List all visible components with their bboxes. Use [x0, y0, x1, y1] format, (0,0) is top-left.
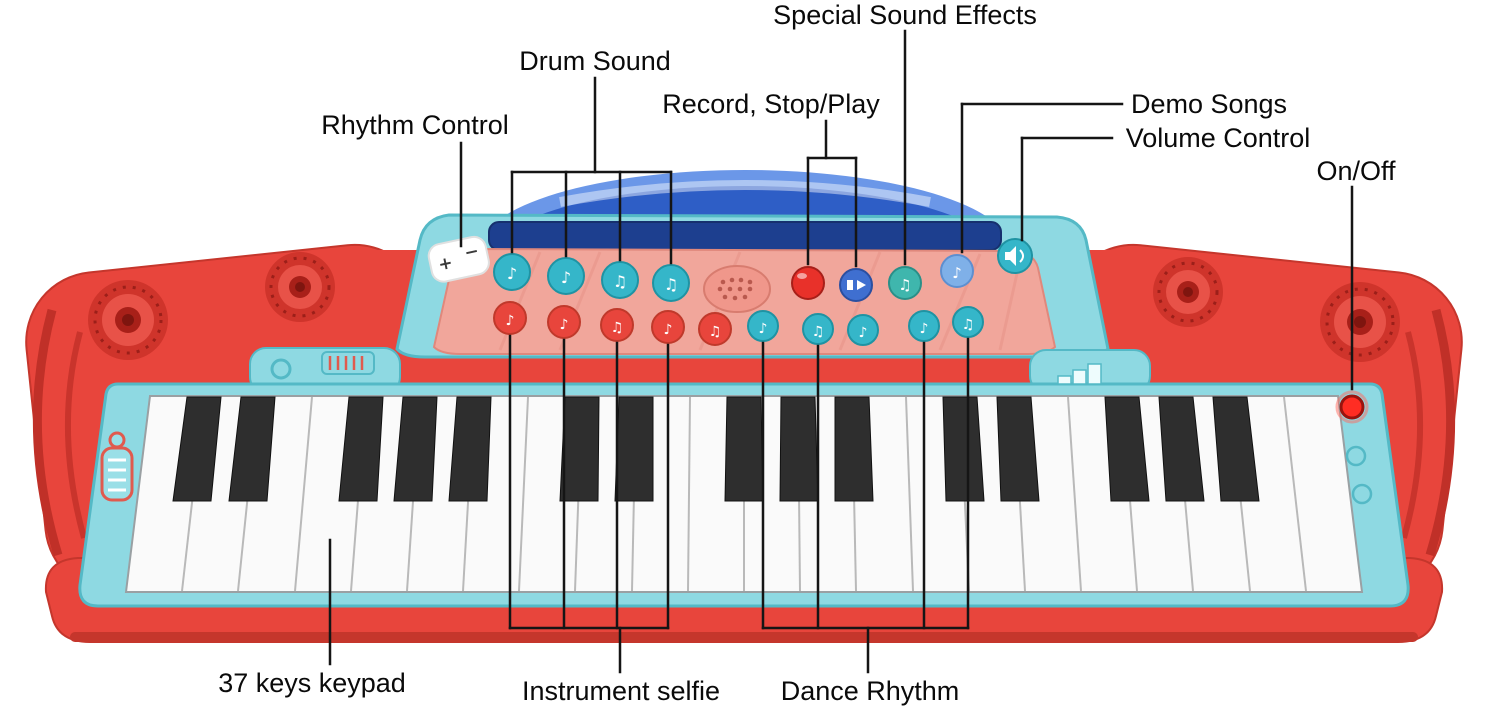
- music-note-icon: ♪: [759, 321, 768, 337]
- speaker-icon: [1005, 246, 1016, 266]
- left-ridge-2: [64, 331, 87, 539]
- callout-lines: [328, 29, 1354, 674]
- drum-sound-button-2: [547, 257, 585, 295]
- microphone-button: [847, 314, 879, 346]
- volume-button: [997, 238, 1033, 274]
- pitch-slider: [100, 431, 134, 502]
- stop-play-button: [839, 268, 873, 302]
- power-button: [1335, 390, 1369, 424]
- callout-demo-songs: [960, 102, 1124, 254]
- music-notes-icon: ♫: [611, 320, 624, 336]
- special-sound-effects-button: ♫: [888, 266, 922, 300]
- music-note-icon: ♪: [507, 264, 517, 283]
- dance-rhythm-button-1: [747, 310, 779, 342]
- instrument-button-5: [698, 312, 732, 346]
- right-ridge-2: [1401, 331, 1424, 539]
- music-notes-icon: ♫: [709, 324, 722, 340]
- music-notes-icon: ♫: [664, 275, 678, 294]
- volume-steps-icon: [1057, 363, 1102, 385]
- music-note-icon: ♪: [859, 325, 868, 341]
- black-keys: [172, 396, 1260, 502]
- music-notes-icon: ♫: [962, 317, 975, 333]
- sound-wave-icon: [1019, 249, 1024, 263]
- plus-icon: +: [436, 253, 454, 276]
- instrument-button-4: [651, 310, 685, 344]
- label-keys-keypad: 37 keys keypad: [218, 668, 406, 698]
- label-dance-rhythm: Dance Rhythm: [780, 676, 960, 706]
- speaker-left-inner: [265, 252, 335, 322]
- instrument-button-2: [547, 305, 581, 339]
- speaker-right-outer: [1320, 282, 1400, 362]
- drum-sound-button-3: [601, 261, 639, 299]
- ring-detail: [270, 358, 292, 380]
- dome-highlight: [559, 180, 931, 207]
- demo-songs-button: ♪: [940, 254, 974, 288]
- label-on-off: On/Off: [1316, 156, 1396, 186]
- callout-record-stop-play: [806, 119, 858, 268]
- drum-sound-button-4: [652, 264, 690, 302]
- instrument-button-1: [493, 301, 527, 335]
- label-demo-songs: Demo Songs: [1130, 89, 1288, 119]
- label-instrument-selfie: Instrument selfie: [521, 676, 721, 706]
- stop-icon: [847, 280, 853, 290]
- label-rhythm-control: Rhythm Control: [321, 110, 509, 140]
- callout-instrument-selfie: [508, 334, 670, 674]
- keys-keypad: [124, 395, 1364, 593]
- vent-grille: [321, 351, 375, 375]
- base-lip: [70, 632, 1418, 642]
- left-ridge: [32, 308, 63, 557]
- speaker-left-outer: [88, 280, 168, 360]
- dance-rhythm-buttons: ♪ ♫ ♪ ♪ ♫: [747, 306, 984, 346]
- speaker-right-inner: [1153, 257, 1223, 327]
- callout-volume-control: [1020, 136, 1114, 242]
- music-notes-icon: ♫: [898, 276, 911, 294]
- music-note-icon: ♪: [506, 313, 515, 329]
- console-speaker-grille: [703, 265, 771, 313]
- callout-dance-rhythm: [761, 337, 970, 674]
- dance-rhythm-button-2: [802, 313, 834, 345]
- label-drum-sound: Drum Sound: [519, 46, 671, 76]
- label-record-stop-play: Record, Stop/Play: [662, 89, 880, 119]
- label-special-sound-effects: Special Sound Effects: [773, 0, 1037, 30]
- music-note-icon: ♪: [664, 322, 673, 338]
- minus-icon: −: [463, 241, 481, 264]
- record-button: [791, 266, 825, 300]
- instrument-button-3: [600, 308, 634, 342]
- right-ridge: [1425, 308, 1456, 557]
- play-icon: [857, 280, 866, 290]
- callout-drum-sound: [510, 76, 673, 265]
- side-knobs: [1345, 445, 1373, 505]
- label-volume-control: Volume Control: [1125, 123, 1311, 153]
- dance-rhythm-button-3: [908, 310, 940, 342]
- music-note-icon: ♪: [560, 317, 569, 333]
- music-note-icon: ♪: [952, 264, 962, 282]
- music-note-icon: ♪: [920, 321, 929, 337]
- drum-sound-buttons: ♪ ♪ ♫ ♫: [493, 253, 690, 302]
- drum-sound-button-1: [493, 253, 531, 291]
- music-note-icon: ♪: [561, 268, 571, 287]
- music-notes-icon: ♫: [812, 324, 825, 340]
- rhythm-control-pad: + −: [427, 235, 490, 283]
- dance-rhythm-button-4: [952, 306, 984, 338]
- instrument-buttons: ♪ ♪ ♫ ♪ ♫: [493, 301, 732, 346]
- music-notes-icon: ♫: [613, 272, 627, 291]
